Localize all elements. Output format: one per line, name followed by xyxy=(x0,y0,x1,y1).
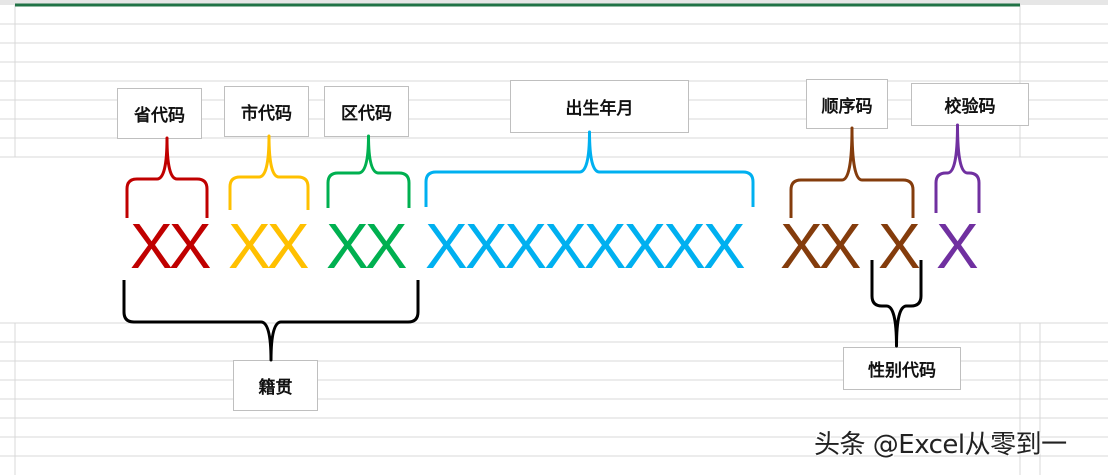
sequence-code-digits: XX xyxy=(780,210,861,282)
city-brace xyxy=(228,134,310,210)
sequence-code-label: 顺序码 xyxy=(806,79,888,129)
birth-date-label: 出生年月 xyxy=(510,80,689,133)
district-code-digits: XX xyxy=(326,210,407,282)
gender-brace xyxy=(870,260,923,348)
province-code-label: 省代码 xyxy=(117,88,202,139)
gender-digit: X xyxy=(878,210,921,282)
watermark: 头条 @Excel从零到一 xyxy=(814,430,1067,460)
province-brace xyxy=(125,136,209,218)
native-place-brace xyxy=(122,280,420,362)
birth-date-brace xyxy=(424,130,755,207)
check-digit: X xyxy=(936,210,979,282)
province-code-digits: XX xyxy=(130,210,211,282)
sequence-brace xyxy=(789,126,915,218)
gender-code-label: 性别代码 xyxy=(843,347,961,390)
city-code-digits: XX xyxy=(228,210,309,282)
city-code-label: 市代码 xyxy=(224,86,309,137)
district-brace xyxy=(326,134,411,208)
native-place-label: 籍贯 xyxy=(233,360,318,411)
check-code-label: 校验码 xyxy=(911,83,1029,126)
birth-date-digits: XXXXXXXX xyxy=(425,210,745,282)
check-code-brace xyxy=(934,123,981,213)
column-header xyxy=(0,0,1108,5)
district-code-label: 区代码 xyxy=(324,86,409,137)
